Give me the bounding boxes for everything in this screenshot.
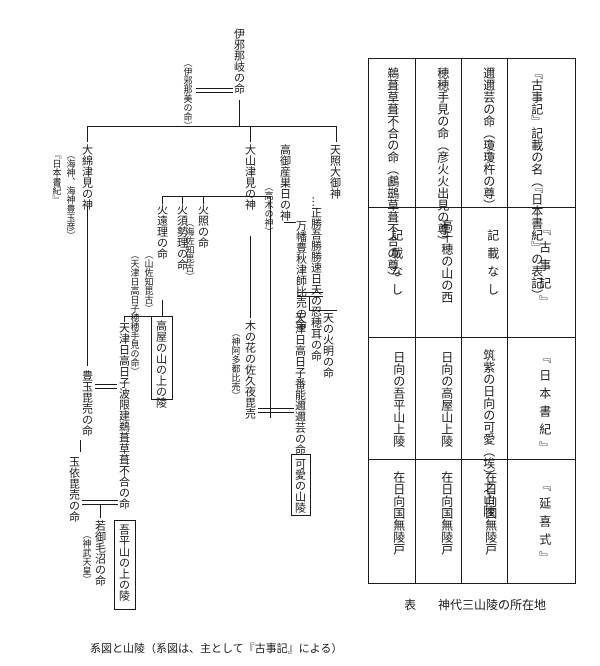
name-ugaya: 天津日高日子波限建鵜葺草葺不合の命 [117, 322, 131, 509]
name-kamuatatsu: （神阿多都比売） [229, 328, 240, 400]
label-kojiki: 『古事記』 [537, 223, 552, 313]
name-hosuseri: 火須勢理の命 [175, 204, 189, 270]
name-hoderi: 火照の命 [196, 204, 210, 248]
name-kae: 可愛の山陵 [293, 458, 307, 513]
tomb-box-kae [291, 454, 311, 516]
engi-1: 在日向国無陵戸 [483, 471, 498, 555]
name-konohana: 木の花の佐久夜毘売 [243, 320, 257, 419]
name-yorozuhata: 万幡豊秋津師比売の命 [294, 220, 308, 330]
name-ninigi: 天津日高日子番能邇邇芸の命 [293, 312, 307, 455]
name-izanagi: 伊邪那岐の命 [232, 28, 246, 94]
name-nihonshoki-note: 『日本書紀』 [50, 150, 61, 204]
name-tamayori: 玉依毘売の命 [67, 456, 81, 522]
label-engi: 『延喜式』 [537, 479, 552, 569]
tomb-box-takaya [151, 316, 173, 400]
name-wakamikenu: 若御毛沼の命 [93, 520, 107, 586]
table-name-1: 邇邇芸の命（瓊瓊杵の尊） [481, 67, 496, 211]
name-hoori-note1: （山佐知毘古） [142, 250, 153, 313]
table-name-3: 鵜葺草葺不合の命（鸕鷀草葺不合の尊） [385, 67, 400, 283]
kojiki-1: 記載なし [485, 229, 500, 301]
name-jimmu: （神武天皇） [80, 530, 91, 584]
name-oshihomimi: …正勝吾勝勝速日天の忍穂耳の命 [309, 196, 323, 361]
name-toyotama: 豊玉毘売の命 [80, 370, 94, 436]
name-takaya: 高屋の山の上の陵 [154, 320, 168, 408]
kojiki-2: 高千穂の山の西 [439, 219, 454, 303]
tomb-box-ahira [114, 520, 136, 610]
engi-2: 在日向国無陵戸 [439, 471, 454, 555]
name-hoori-note2: （天津日高日子穂穂手見の命） [128, 250, 139, 376]
name-ohoyamatsumi: 大山津見の神 [243, 144, 257, 210]
table-header: 『古事記』記載の名（『日本書紀』の表記） [529, 67, 544, 301]
tomb-location-table: 『古事記』記載の名（『日本書紀』の表記） 邇邇芸の命（瓊瓊杵の尊） 穂穂手見の命… [368, 58, 576, 584]
table-name-2: 穂穂手見の命（彦火火出見の尊） [435, 67, 450, 247]
table-caption-label: 表 [404, 598, 417, 612]
engi-3: 在日向国無陵戸 [391, 471, 406, 555]
genealogy-caption: 系図と山陵（系図は、主として『古事記』による） [90, 642, 343, 655]
name-takagi: （高木の神） [262, 182, 273, 236]
name-ahira: 吾平山の上の陵 [117, 524, 131, 601]
table-caption: 神代三山陵の所在地 [438, 598, 547, 612]
shoki-1: 筑紫の日向の可愛（埃）之山陵 [481, 349, 496, 517]
name-hoori: 火遠理の命 [155, 204, 169, 259]
kojiki-3: 記載なし [389, 229, 404, 301]
name-watatsumi-note: （海神、海神豊玉彦） [64, 150, 75, 240]
shoki-2: 日向の高屋山上陵 [439, 351, 454, 447]
name-izanami: （伊邪那美の命） [181, 58, 192, 130]
name-hoderi-note: （海佐知毘古） [183, 218, 194, 281]
name-honoakari: 天の火明の命 [321, 312, 335, 378]
label-shoki: 『日本書紀』 [537, 351, 552, 459]
name-watatsumi: 大綿津見の神 [80, 144, 94, 210]
name-amaterasu: 天照大御神 [328, 144, 342, 199]
shoki-3: 日向の吾平山上陵 [391, 351, 406, 447]
name-takamimusubi: 高御産巣日の神 [278, 144, 292, 221]
